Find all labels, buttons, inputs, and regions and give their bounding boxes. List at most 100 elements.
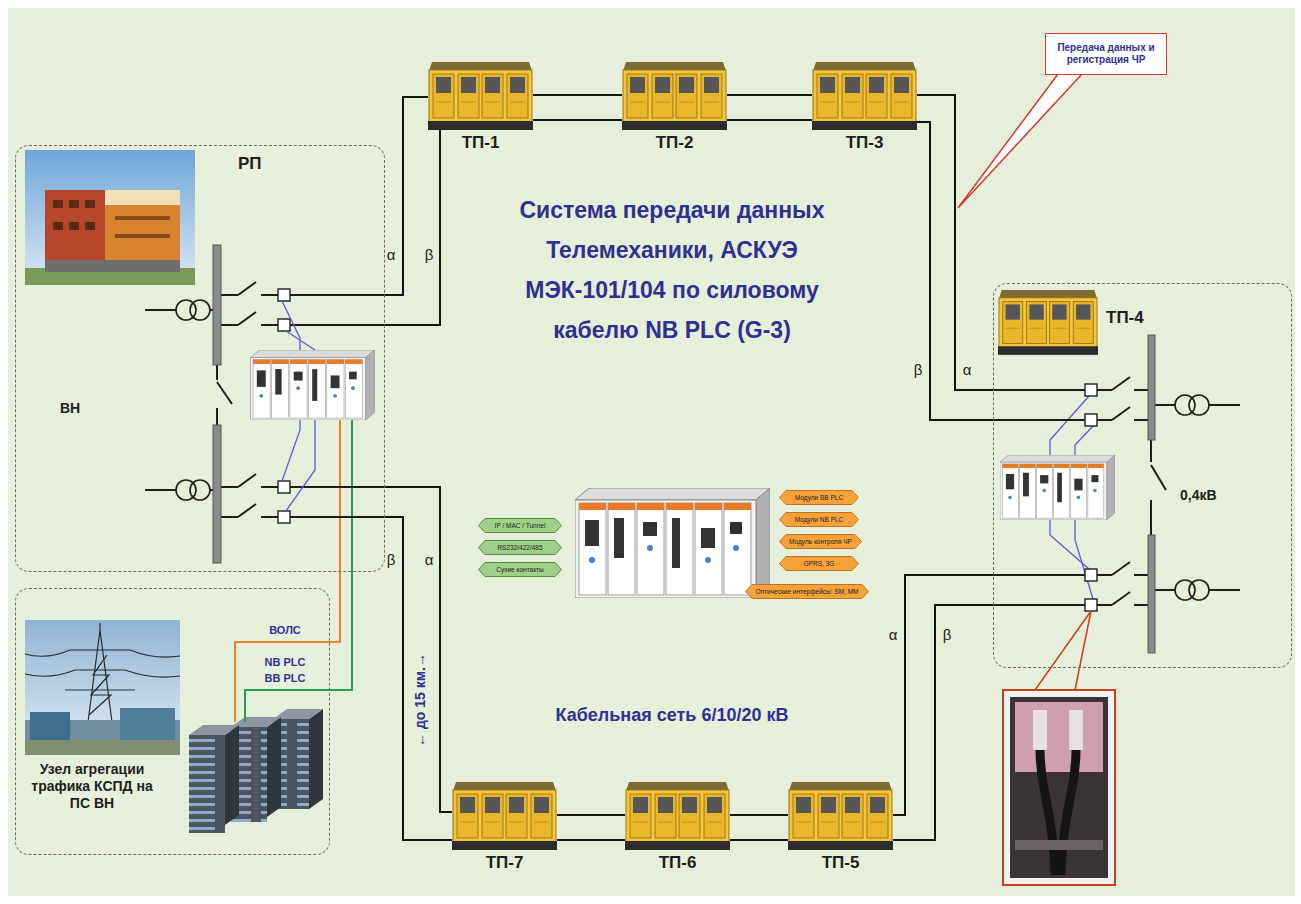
- cable-termination-photo: [1003, 690, 1115, 885]
- rp-switchgear: [216, 365, 218, 380]
- interface-label: GPRS, 3G: [804, 560, 835, 568]
- substation-photo: [70, 649, 130, 650]
- coupler-link: [286, 420, 315, 511]
- cable-line: [533, 94, 622, 96]
- building-photo: [115, 216, 170, 220]
- building-photo: [85, 222, 95, 230]
- note-label: BB PLC: [265, 672, 306, 684]
- tp4-switchgear: [1112, 407, 1130, 420]
- cable-termination-photo: [1069, 710, 1083, 750]
- substation-photo: [25, 740, 180, 755]
- rp-switchgear: [221, 324, 238, 326]
- region-label: Узел агрегации трафика КСПД на ПС ВН: [22, 761, 162, 811]
- cable-label: β: [942, 627, 953, 644]
- rp-switchgear: [290, 294, 385, 296]
- rp-switchgear: [261, 324, 278, 326]
- substation-label: ТП-7: [442, 853, 567, 873]
- cable-label: β: [424, 247, 435, 264]
- tp4-switchgear: [1085, 384, 1097, 396]
- interface-arrow: RS232/422/485: [478, 540, 562, 555]
- link-label: ВОЛС: [268, 624, 302, 636]
- rp-switchgear: [278, 319, 290, 331]
- interface-arrow: Модули NB PLC: [779, 512, 859, 527]
- substation-photo: [65, 689, 135, 690]
- substation-kiosk: [998, 290, 1098, 355]
- plc-signal-wire: [339, 420, 341, 572]
- rp-switchgear: [145, 245, 385, 563]
- rp-switchgear: [213, 425, 221, 563]
- tp4-switchgear: [1189, 580, 1209, 600]
- tp4-switchgear: [1134, 419, 1148, 421]
- substation-node: ТП-6: [625, 782, 730, 850]
- tp4-switchgear: [993, 335, 1240, 653]
- building-photo: [69, 200, 79, 208]
- coupler-link: [282, 420, 300, 481]
- tp4-switchgear: [993, 604, 1085, 606]
- substation-node: ТП-7: [452, 782, 557, 850]
- tp4-switchgear: [1148, 335, 1155, 440]
- substation-photo: [25, 620, 180, 755]
- substation-photo: [30, 712, 70, 742]
- rp-switchgear: [278, 511, 290, 523]
- arrow-shape: [479, 563, 562, 577]
- interface-label: IP / MAC / Tunnel: [495, 522, 546, 530]
- rp-switchgear: [278, 481, 290, 493]
- tp4-switchgear: [1112, 377, 1130, 390]
- tp4-switchgear: [1150, 500, 1152, 535]
- substation-photo: [99, 623, 100, 630]
- arrow-shape: [479, 541, 562, 555]
- cable-line: [917, 95, 993, 390]
- building-photo: [45, 260, 180, 272]
- building-photo: [25, 150, 195, 285]
- rp-switchgear: [238, 474, 256, 487]
- interface-label: RS232/422/485: [497, 544, 542, 552]
- panel-ground: [8, 8, 1295, 896]
- interface-label: Сухие контакты: [496, 566, 543, 574]
- coupler-link: [1050, 520, 1089, 569]
- rp-switchgear: [190, 300, 210, 320]
- building-photo: [45, 190, 180, 272]
- tp4-switchgear: [1155, 404, 1175, 406]
- substation-photo: [89, 655, 111, 715]
- tp4-switchgear: [1112, 562, 1130, 575]
- region-label: ВН: [60, 400, 80, 417]
- cable-line: [557, 839, 625, 841]
- server-racks: [225, 725, 239, 825]
- substation-kiosk: [622, 62, 727, 130]
- callout-text: Передача данных и регистрация ЧР: [1052, 42, 1160, 66]
- cable-termination-photo: [1040, 750, 1076, 875]
- cable-label: α: [386, 247, 397, 264]
- substation-photo: [25, 620, 180, 755]
- cable-termination-photo: [1015, 840, 1103, 850]
- interface-arrow: IP / MAC / Tunnel: [478, 518, 562, 533]
- cable-group: [330, 95, 993, 840]
- substation-photo: [75, 669, 125, 670]
- substation-node: ТП-5: [788, 782, 893, 850]
- substation-kiosk: [428, 62, 1098, 850]
- rp-switchgear: [238, 282, 256, 295]
- substation-kiosk: [625, 782, 730, 850]
- substation-node: ТП-1: [428, 62, 533, 130]
- interface-label: Модуль контроля ЧР: [789, 538, 852, 546]
- coupler-link: [1075, 426, 1093, 455]
- server-racks: [309, 709, 323, 809]
- cable-line: [557, 814, 625, 816]
- callout-pointer: [958, 74, 1082, 208]
- arrow-shape: [746, 585, 869, 599]
- building-photo: [69, 222, 79, 230]
- coupler-link: [286, 331, 315, 350]
- substation-label: ТП-1: [418, 133, 543, 153]
- tp4-switchgear: [1097, 419, 1112, 421]
- rp-switchgear: [221, 294, 238, 296]
- substation-photo: [120, 708, 175, 742]
- tp4-switchgear: [1134, 389, 1148, 391]
- tp4-switchgear: [1150, 440, 1152, 462]
- plc-signal-wire: [235, 642, 330, 722]
- arrow-shape: [780, 513, 859, 527]
- substation-kiosk: [788, 782, 893, 850]
- cable-label: β: [913, 362, 924, 379]
- building-photo: [53, 200, 95, 230]
- plc-signal-wire: [245, 690, 330, 722]
